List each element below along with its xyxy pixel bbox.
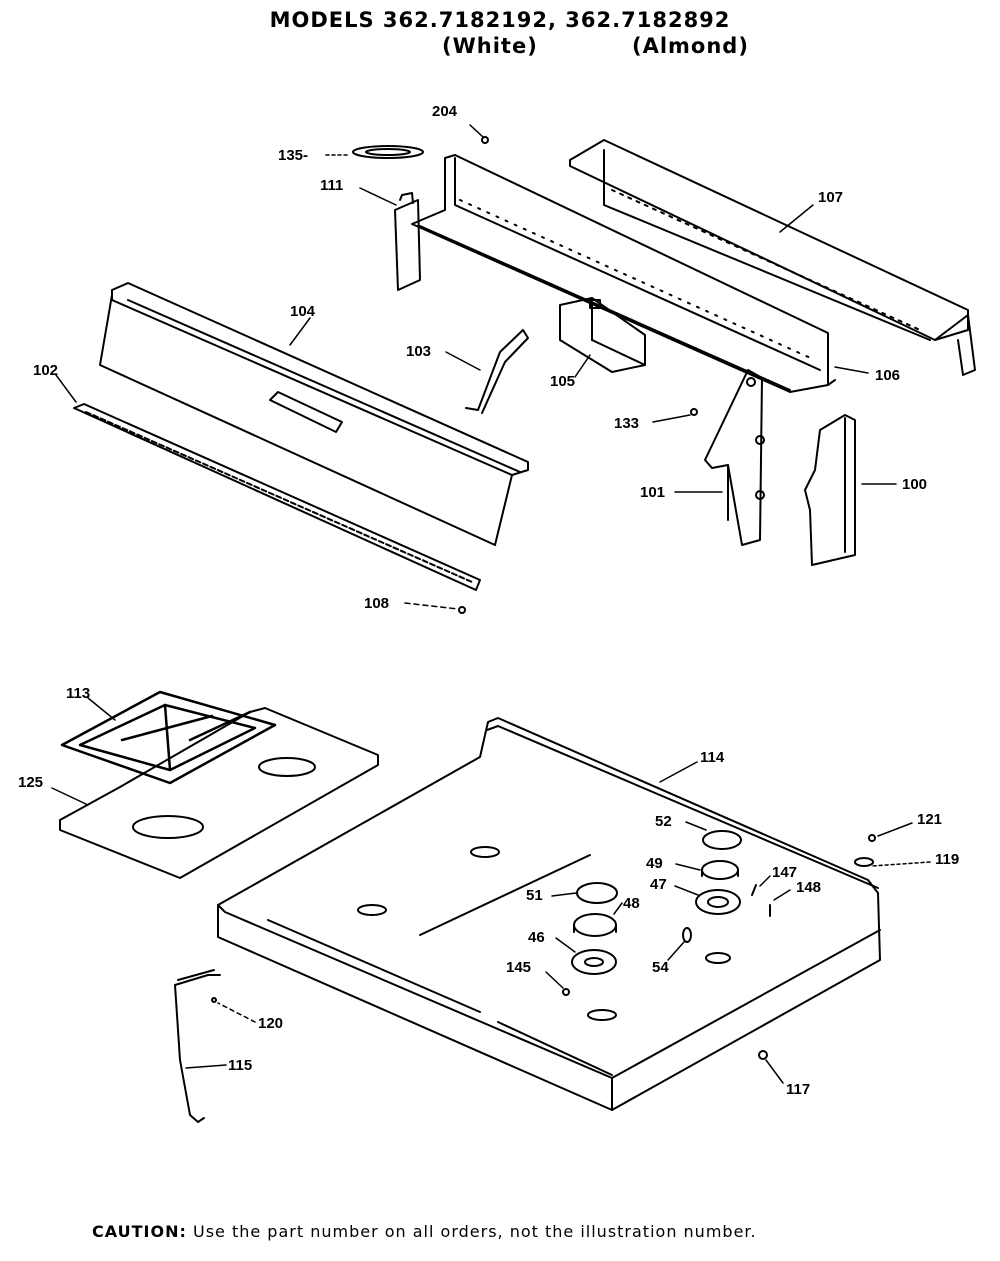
callout-120: 120: [258, 1015, 283, 1032]
callout-47: 47: [650, 876, 667, 893]
callout-100: 100: [902, 476, 927, 493]
callout-133: 133: [614, 415, 639, 432]
callout-204: 204: [432, 103, 458, 120]
page-title: MODELS 362.7182192, 362.7182892: [269, 8, 731, 32]
part-100-end-cap: [804, 414, 856, 566]
callout-49: 49: [646, 855, 663, 872]
part-120-screw: [211, 997, 217, 1003]
callout-51: 51: [526, 887, 543, 904]
callout-103: 103: [406, 343, 431, 360]
part-115-support-rod: [174, 969, 221, 1123]
part-117-screw: [758, 1050, 768, 1060]
callout-54: 54: [652, 959, 669, 976]
callout-104: 104: [290, 303, 316, 320]
part-52-knob-bezel: [702, 830, 742, 850]
callout-101: 101: [640, 484, 665, 501]
callout-125: 125: [18, 774, 43, 791]
callout-148: 148: [796, 879, 821, 896]
part-51-knob-bezel: [576, 882, 618, 904]
part-133-screw: [690, 408, 698, 416]
part-104-control-panel: [99, 282, 529, 546]
callout-46: 46: [528, 929, 545, 946]
callout-106: 106: [875, 367, 900, 384]
part-105-module: [559, 297, 646, 373]
part-119-clip: [854, 857, 874, 867]
part-108-screw: [458, 606, 466, 614]
leader-lines: [51, 124, 931, 1084]
callout-145: 145: [506, 959, 531, 976]
callout-147: 147: [772, 864, 797, 881]
callout-48: 48: [623, 895, 640, 912]
callout-52: 52: [655, 813, 672, 830]
part-54-spring: [682, 927, 692, 943]
part-114-cooktop: [217, 717, 881, 1111]
part-46-burner-cap: [571, 949, 617, 975]
callout-121: 121: [917, 811, 942, 828]
part-145-screw: [562, 988, 570, 996]
caution-text: Use the part number on all orders, not t…: [192, 1222, 757, 1241]
callout-115: 115: [228, 1057, 252, 1074]
callout-105: 105: [550, 373, 575, 390]
part-102-trim: [73, 403, 481, 591]
part-49-knob: [701, 860, 739, 880]
part-113-grate: [60, 690, 277, 785]
part-101-side-bracket: [704, 369, 765, 546]
part-47-burner-cap: [695, 889, 741, 915]
callout-113: 113: [66, 685, 90, 702]
callout-117: 117: [786, 1081, 810, 1098]
variant-white: (White): [442, 34, 538, 58]
callout-111: 111: [320, 177, 343, 194]
callout-102: 102: [33, 362, 58, 379]
part-204-screw: [481, 136, 489, 144]
part-135-lamp: [352, 145, 424, 159]
part-103-bracket: [465, 329, 529, 414]
callout-107: 107: [818, 189, 843, 206]
callout-114: 114: [700, 749, 725, 766]
callout-108: 108: [364, 595, 389, 612]
caution-note: CAUTION: Use the part number on all orde…: [92, 1222, 757, 1241]
part-111-bracket: [394, 192, 421, 291]
part-121-screw: [868, 834, 876, 842]
part-107-rear-panel: [569, 139, 976, 376]
caution-label: CAUTION:: [92, 1222, 187, 1241]
part-125-drip-pan-cover: [59, 707, 379, 879]
variant-almond: (Almond): [632, 34, 749, 58]
callout-119: 119: [935, 851, 959, 868]
part-48-knob: [573, 913, 617, 937]
callout-labels: 204 135- 111 107 104 103 102 105 106 133…: [18, 103, 959, 1098]
part-147-clip: [751, 884, 757, 896]
callout-135: 135-: [278, 147, 308, 164]
